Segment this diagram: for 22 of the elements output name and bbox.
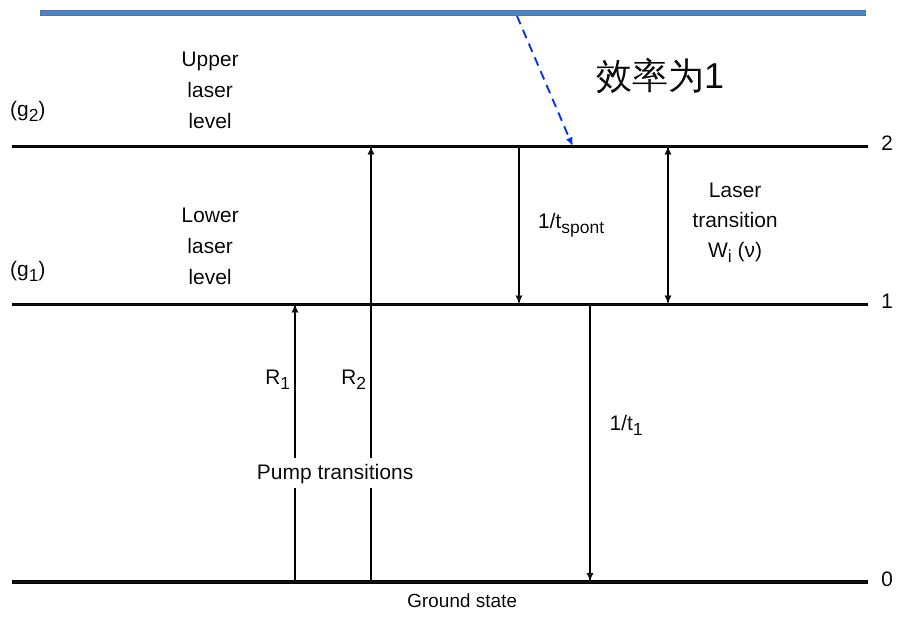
energy-level-line	[12, 302, 868, 306]
edge-label: R$_{1}$	[264, 365, 290, 396]
edge-label: Laser transition W$_{i}$ (ν)	[691, 178, 779, 268]
level-label: 0	[880, 567, 894, 593]
arrow	[516, 148, 522, 302]
arrow	[586, 306, 594, 580]
level-label: Upper laser level	[180, 47, 240, 135]
level-label: Lower laser level	[180, 203, 240, 291]
arrow	[516, 16, 573, 145]
level-label: Ground state	[406, 590, 518, 614]
edge-label: R$_{2}$	[340, 365, 366, 396]
arrow	[292, 306, 298, 580]
arrow	[368, 148, 374, 580]
level-label: (g$_{1}$)	[10, 257, 46, 288]
energy-level-line	[12, 144, 868, 148]
edge-label: 1/t$_{spont}$	[536, 209, 606, 240]
edge-label: 效率为1	[594, 54, 726, 98]
level-label: 2	[880, 131, 894, 157]
level-label: 1	[880, 289, 894, 315]
level-label: (g$_{2}$)	[10, 97, 46, 128]
arrow	[664, 148, 672, 302]
edge-label: 1/t$_{1}$	[608, 411, 644, 442]
